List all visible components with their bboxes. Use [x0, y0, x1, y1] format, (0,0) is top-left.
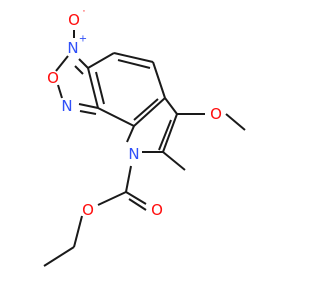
bond-c4-c5-inner — [117, 59, 151, 69]
bond-c9a-c3a — [87, 67, 99, 109]
bond-c7-methyl — [162, 151, 186, 171]
molecule-canvas: N + O · O N N O O O — [43, 6, 246, 267]
bond-c5a-c9b — [133, 97, 166, 127]
bond-omethoxy-ch3 — [225, 113, 246, 131]
atom-o-ring: O — [47, 69, 59, 87]
bond-c5a-c9b-inner — [133, 98, 159, 121]
bond-oester-ch2 — [73, 215, 83, 248]
atom-o-minus: O — [68, 11, 80, 29]
bond-n3-o2 — [55, 55, 69, 72]
atom-n-ring: N — [61, 97, 72, 115]
bond-c6-c7-inner — [158, 119, 172, 151]
atom-n-oxide: N — [67, 39, 78, 57]
charge-plus: + — [79, 34, 87, 45]
bond-c4-c5 — [113, 52, 154, 63]
bond-c9b-c9a — [97, 107, 135, 127]
bond-n1-c9a-double — [79, 110, 97, 115]
atom-o-ester: O — [82, 201, 94, 219]
charge-radical: · — [82, 7, 85, 18]
bond-o2-n1 — [57, 84, 63, 99]
bond-c5-c5a — [152, 61, 166, 99]
bond-n8-ccarbonyl — [125, 165, 132, 193]
bond-c3a-c4 — [87, 52, 115, 69]
bond-ccarbonyl-ocarbonyl-double — [128, 198, 147, 211]
atom-o-methoxy: O — [210, 105, 222, 123]
bond-c5a-c6 — [164, 97, 178, 115]
bond-ccarbonyl-oester — [97, 191, 127, 206]
bond-n8-c9b — [126, 125, 135, 143]
bond-c3a-n3 — [78, 58, 89, 69]
bonds — [43, 30, 246, 267]
atom-o-carbonyl: O — [151, 201, 163, 219]
bond-n1-c9a — [78, 103, 99, 109]
bond-ch2-ch3 — [43, 246, 75, 267]
atom-labels: N + O · O N N O O O — [47, 7, 222, 220]
bond-c3a-n3-double — [74, 65, 84, 75]
atom-n-indole: N — [128, 145, 139, 163]
bond-ccarbonyl-ocarbonyl — [125, 191, 147, 205]
bond-c6-c7 — [162, 113, 178, 153]
bond-c9a-c3a-inner — [95, 71, 105, 105]
structure-diagram: N + O · O N N O O O — [43, 7, 246, 267]
